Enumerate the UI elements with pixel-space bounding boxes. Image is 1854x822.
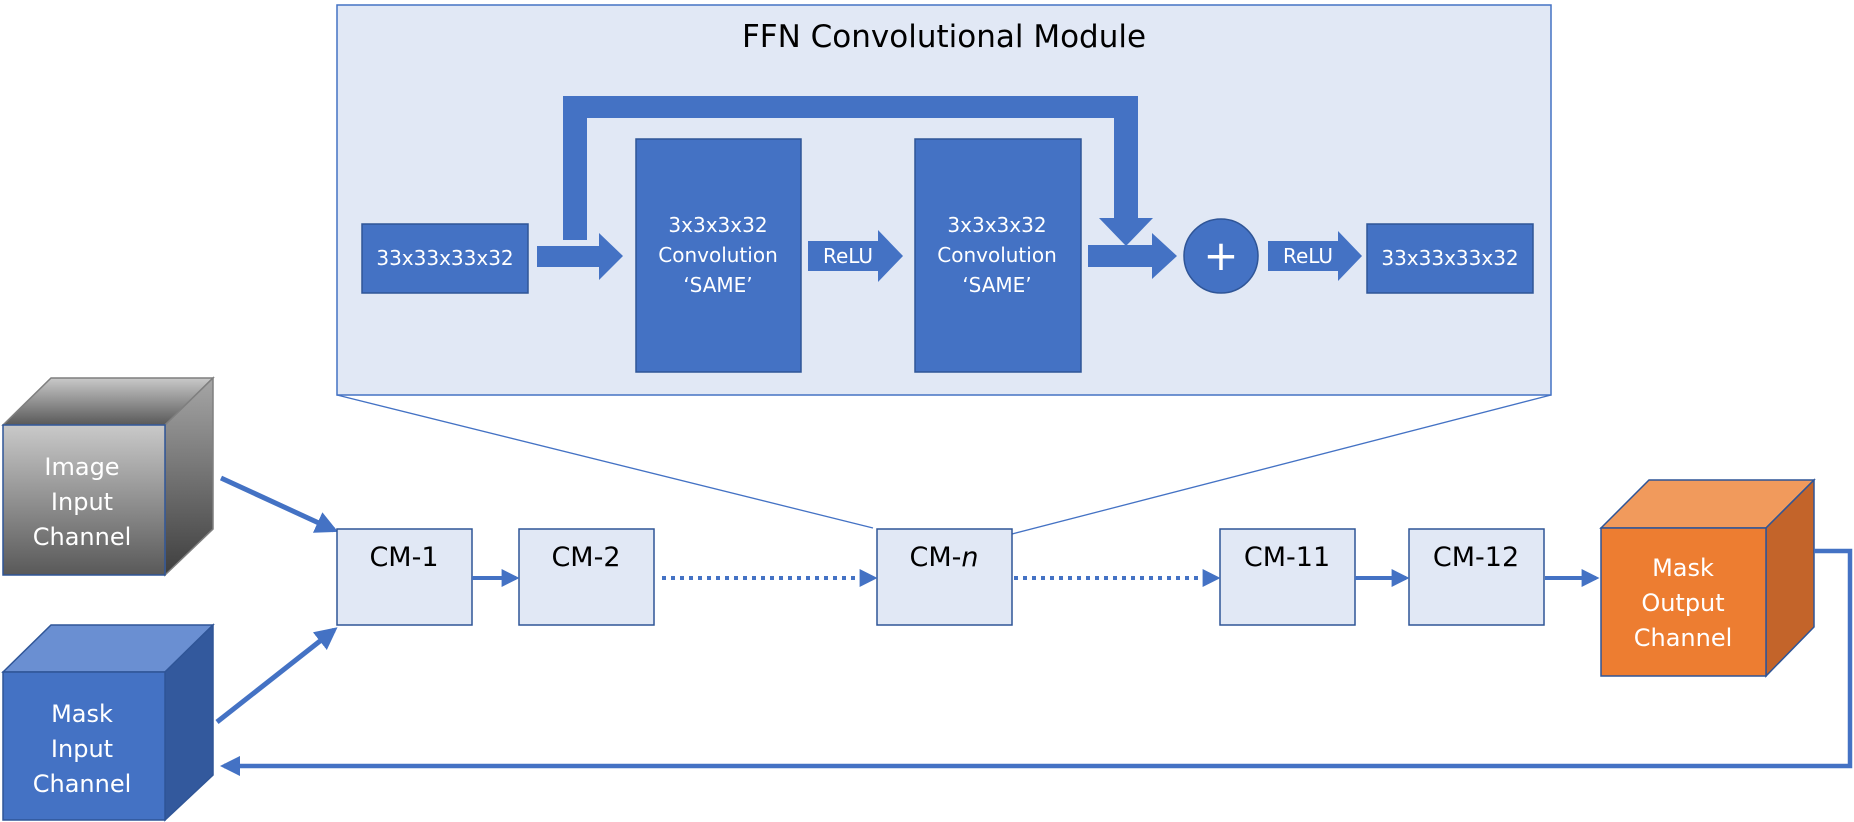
cm-11-box: CM-11 [1219, 528, 1356, 626]
conv2-line-3: ‘SAME’ [962, 273, 1031, 297]
mask-input-line-1: Mask [51, 700, 113, 728]
mask-output-line-2: Output [1641, 589, 1724, 617]
cm-n-label: CM-n [909, 542, 978, 573]
mask-output-line-3: Channel [1634, 624, 1733, 652]
cm-n-prefix: CM- [909, 542, 961, 573]
mask-output-cube: Mask Output Channel [1599, 478, 1816, 678]
cm-2-box: CM-2 [518, 528, 655, 626]
conv2-line-2: Convolution [937, 243, 1057, 267]
arrow-input-to-conv1 [537, 233, 623, 280]
cm-n-suffix: n [961, 542, 978, 573]
arrow-image-to-cm1 [219, 475, 339, 533]
cm-1-label: CM-1 [369, 542, 438, 573]
image-input-cube: Image Input Channel [1, 376, 215, 577]
module-input-label: 33x33x33x32 [376, 246, 513, 270]
mask-input-line-2: Input [51, 735, 113, 763]
conv1-line-2: Convolution [658, 243, 778, 267]
cm-1-box: CM-1 [336, 528, 473, 626]
add-node: + [1183, 218, 1259, 294]
relu2-label: ReLU [1283, 244, 1333, 268]
cm-12-box: CM-12 [1408, 528, 1545, 626]
conv1-line-1: 3x3x3x32 [668, 213, 767, 237]
arrow-mask-to-cm1 [215, 627, 338, 724]
add-symbol: + [1203, 231, 1238, 280]
conv2-block: 3x3x3x32 Convolution ‘SAME’ [914, 138, 1082, 373]
skip-connection-arrow [563, 96, 1153, 246]
cm-n-box: CM-n [876, 528, 1013, 626]
mask-input-cube: Mask Input Channel [1, 623, 215, 822]
relu1-arrow: ReLU [808, 230, 903, 282]
cm-2-label: CM-2 [551, 542, 620, 573]
cm-11-label: CM-11 [1244, 542, 1330, 573]
conv1-block: 3x3x3x32 Convolution ‘SAME’ [635, 138, 802, 373]
mask-input-line-3: Channel [33, 770, 132, 798]
arrow-conv2-to-add [1088, 233, 1177, 279]
cm-12-label: CM-12 [1433, 542, 1519, 573]
conv1-line-3: ‘SAME’ [683, 273, 752, 297]
conv2-line-1: 3x3x3x32 [947, 213, 1046, 237]
module-input-block: 33x33x33x32 [361, 223, 529, 294]
image-input-line-2: Input [51, 488, 113, 516]
image-input-line-1: Image [44, 453, 119, 481]
feedback-loop-arrow [219, 548, 1853, 777]
mask-output-line-1: Mask [1652, 554, 1714, 582]
module-output-label: 33x33x33x32 [1381, 246, 1518, 270]
relu2-arrow: ReLU [1268, 231, 1362, 281]
module-output-block: 33x33x33x32 [1366, 223, 1534, 294]
module-title: FFN Convolutional Module [742, 19, 1146, 55]
zoom-line-right [1011, 394, 1552, 535]
relu1-label: ReLU [823, 244, 873, 268]
image-input-line-3: Channel [33, 523, 132, 551]
zoom-line-left [336, 394, 874, 529]
